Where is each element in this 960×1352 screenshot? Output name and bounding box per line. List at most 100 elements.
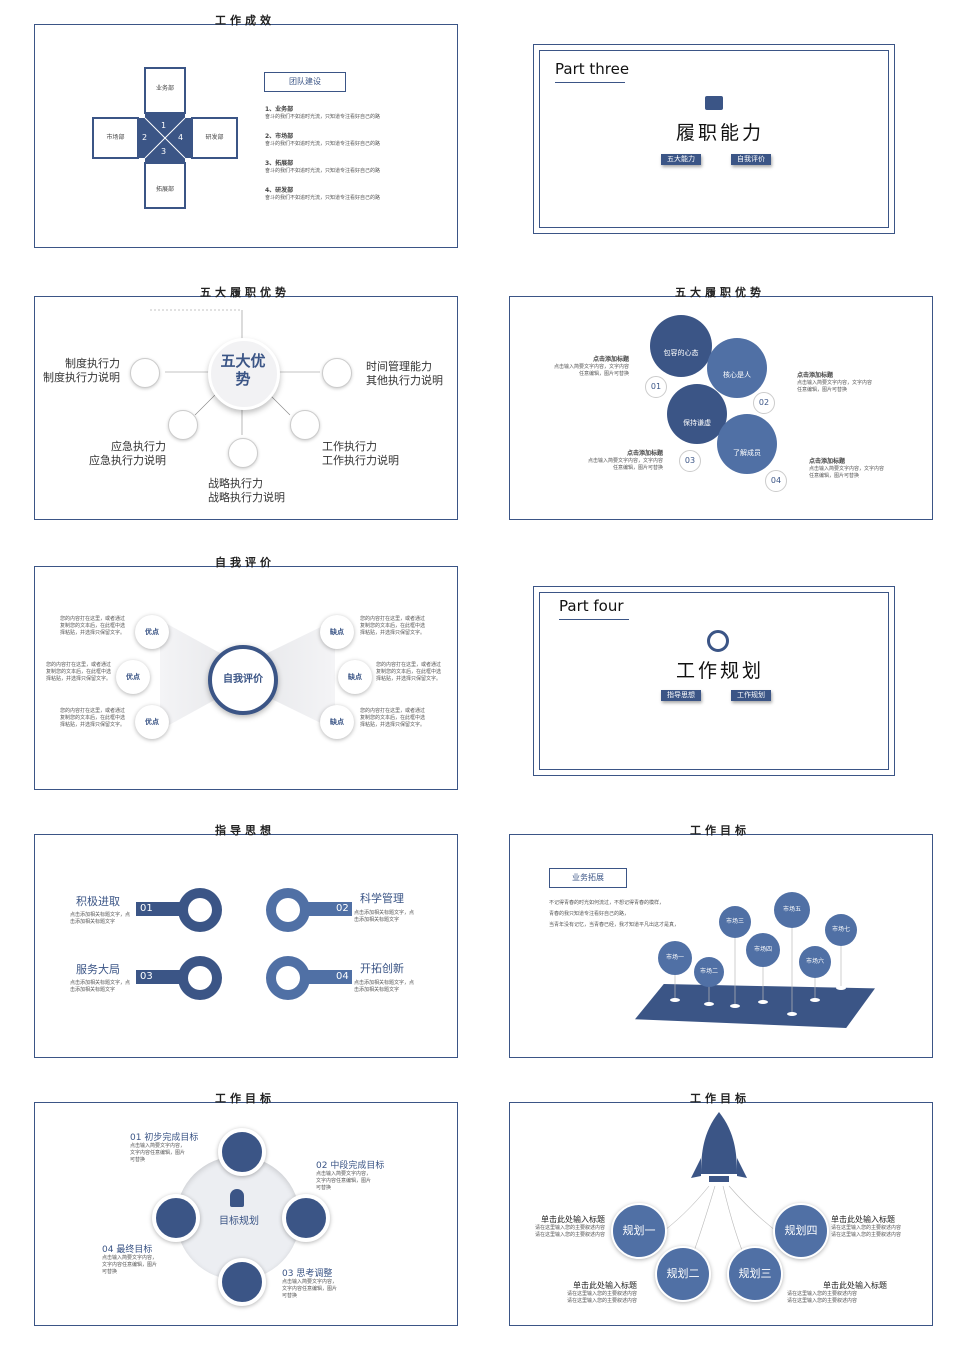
num-01: 01 <box>140 903 153 914</box>
con-circle-1: 缺点 <box>320 615 354 649</box>
btn-self-evaluation[interactable]: 自我评价 <box>731 154 771 165</box>
node-pie-icon <box>152 1194 200 1242</box>
item-title-02: 科学管理 <box>360 892 404 905</box>
item-title-01: 积极进取 <box>76 895 120 908</box>
market-1: 市场一 <box>658 941 692 975</box>
mail-icon <box>130 358 160 388</box>
part-underline-ornament <box>555 82 625 83</box>
globe-icon <box>290 410 320 440</box>
goal-text-02: 02 中段完成目标 点击输入简要文字内容， 文字内容任意编辑，图片 可替换 <box>316 1161 385 1191</box>
cross-num-4: 4 <box>178 133 184 142</box>
pro-desc-3: 您的内容打在这里，或者通过 复制您的文本后，在此框中选 择粘贴，并选择只保留文字… <box>60 708 126 728</box>
item-title-04: 开拓创新 <box>360 962 404 975</box>
slide-frame <box>509 1102 933 1326</box>
cross-shape <box>92 67 238 209</box>
bar-02 <box>302 902 352 916</box>
con-circle-3: 缺点 <box>320 705 354 739</box>
ornate-frame-inner <box>539 50 889 228</box>
cross-num-3: 3 <box>161 147 167 156</box>
node-user-icon <box>218 1128 266 1176</box>
item-title-03: 服务大局 <box>76 963 120 976</box>
adv-work: 工作执行力工作执行力说明 <box>322 440 399 467</box>
slide-frame <box>34 296 458 520</box>
slide-five-advantages-bubbles: 五大履职优势 包容的心态 核心是人 保持谦虚 了解成员 01 02 03 04 … <box>495 280 945 530</box>
chat-person-icon <box>168 410 198 440</box>
part-label: Part three <box>555 60 630 78</box>
cross-diagram: 业务部 市场部 研发部 拓展部 1 2 4 3 <box>90 63 240 213</box>
box-label-market: 市场部 <box>106 134 125 141</box>
dept-item: 2、市场部 奋斗的我们不如追时光流，只知道专注看好自己的路 <box>265 133 381 147</box>
center-eval-circle <box>208 645 278 715</box>
slide-frame <box>509 296 933 520</box>
num-03: 03 <box>140 971 153 982</box>
adv-emergency: 应急执行力应急执行力说明 <box>89 440 166 467</box>
slide-guiding-thought: 指导思想 01 积极进取 点击添加相关标题文字，点 击添加相关标题文字 02 科… <box>20 818 470 1068</box>
pro-circle-1: 优点 <box>135 615 169 649</box>
rocket-icon <box>656 1112 784 1263</box>
dept-item: 3、拓展部 奋斗的我们不如追时光流，只知道专注看好自己的路 <box>265 160 381 174</box>
adv-time-management: 时间管理能力其他执行力说明 <box>366 360 443 387</box>
cross-num-2: 2 <box>142 133 148 142</box>
bubble-people <box>707 338 767 398</box>
goal-text-03: 03 思考调整 点击输入简要文字内容， 文字内容任意编辑，图片 可替换 <box>282 1269 338 1299</box>
box-label-rd: 研发部 <box>205 134 224 141</box>
slide-title: 工作目标 <box>690 824 750 837</box>
slide-frame <box>34 834 458 1058</box>
center-advantage-label: 五大优势 <box>220 352 266 388</box>
plan-2: 规划二 <box>655 1246 711 1302</box>
ring-01-inner <box>188 898 212 922</box>
bubble-people-label: 核心是人 <box>723 371 751 379</box>
slide-frame <box>509 834 933 1058</box>
cross-num-1: 1 <box>161 121 167 130</box>
slide-title: 工作目标 <box>690 1092 750 1105</box>
ring-02-inner <box>276 898 300 922</box>
adv-institution: 制度执行力制度执行力说明 <box>43 357 120 384</box>
plan-text-2: 单击此处输入标题 请在这里输入您的主要叙述内容 请在这里输入您的主要叙述内容 <box>566 1281 637 1304</box>
node-running-icon <box>218 1258 266 1306</box>
con-circle-2: 缺点 <box>338 660 372 694</box>
intro-line-3: 当青年没有记忆，当青春已经，我才知道平凡出这才是真， <box>549 922 680 928</box>
item-desc-01: 点击添加相关标题文字，点 击添加相关标题文字 <box>70 912 131 925</box>
slide-part-four: Part four 工作规划 指导思想 工作规划 <box>495 550 945 800</box>
num-badge-04: 04 <box>765 470 787 492</box>
btn-five-abilities[interactable]: 五大能力 <box>661 154 701 165</box>
briefcase-icon <box>705 96 723 110</box>
num-02: 02 <box>336 903 349 914</box>
market-6: 市场六 <box>799 946 831 978</box>
bubble-members <box>717 414 777 474</box>
text-block-2: 点击添加标题 点击输入简要文字内容，文字内容 任意编辑，图片可替换 <box>797 372 873 393</box>
dept-item: 1、业务部 奋斗的我们不如追时光流，只知道专注看好自己的路 <box>265 106 381 120</box>
alarm-clock-icon <box>322 358 352 388</box>
pro-circle-3: 优点 <box>135 705 169 739</box>
box-label-business: 业务部 <box>155 85 174 92</box>
section-heading: 履职能力 <box>675 122 764 144</box>
num-04: 04 <box>336 971 349 982</box>
plan-4: 规划四 <box>773 1203 829 1259</box>
num-badge-02: 02 <box>753 392 775 414</box>
section-heading: 工作规划 <box>675 660 764 682</box>
pro-desc-1: 您的内容打在这里，或者通过 复制您的文本后，在此框中选 择粘贴，并选择只保留文字… <box>60 616 126 636</box>
slide-frame <box>34 24 458 248</box>
market-7: 市场七 <box>825 914 857 946</box>
item-desc-04: 点击添加相关标题文字，点 击添加相关标题文字 <box>354 980 415 993</box>
goal-text-04: 04 最终目标 点击输入简要文字内容， 文字内容任意编辑，图片 可替换 <box>102 1245 158 1275</box>
slide-frame <box>34 566 458 790</box>
bubble-members-label: 了解成员 <box>733 449 761 457</box>
bubble-tolerance-label: 包容的心态 <box>663 349 699 357</box>
node-chart-icon <box>282 1194 330 1242</box>
center-user-icon <box>230 1189 244 1207</box>
market-pins <box>670 910 846 1016</box>
ornate-frame-inner <box>539 592 889 770</box>
text-block-3: 点击添加标题 点击输入简要文字内容，文字内容 任意编辑，图片可替换 <box>587 450 663 471</box>
slide-title: 指导思想 <box>215 824 275 837</box>
btn-guiding-thought[interactable]: 指导思想 <box>661 690 701 701</box>
con-desc-2: 您的内容打在这里，或者通过 复制您的文本后，在此框中选 择粘贴，并选择只保留文字… <box>376 662 442 682</box>
market-5: 市场五 <box>774 892 810 928</box>
dept-list: 1、业务部 奋斗的我们不如追时光流，只知道专注看好自己的路 2、市场部 奋斗的我… <box>265 106 445 202</box>
bubble-tolerance <box>650 315 712 377</box>
ring-03-inner <box>188 966 212 990</box>
slide-title: 工作目标 <box>215 1092 275 1105</box>
btn-work-plan[interactable]: 工作规划 <box>731 690 771 701</box>
slide-title: 五大履职优势 <box>675 286 765 299</box>
slide-work-goals-rocket: 工作目标 规划一 规划二 规划三 规划四 单击此处输入标题 请在这里输入您的主要… <box>495 1086 945 1336</box>
